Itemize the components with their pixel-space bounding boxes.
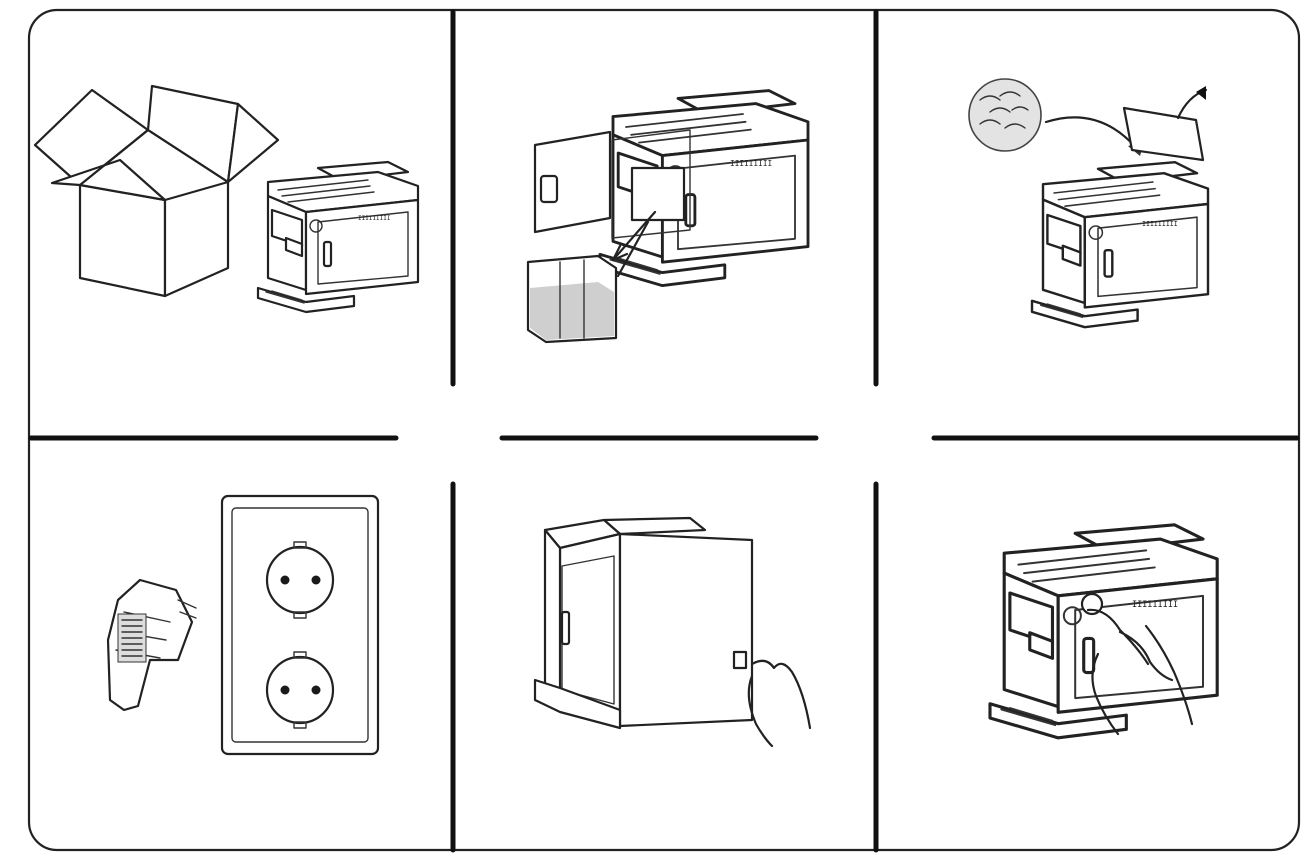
plug-into-socket-icon	[106, 494, 380, 756]
remove-water-tank-icon	[526, 89, 810, 344]
outer-frame	[27, 8, 1301, 852]
wall-socket-icon	[220, 494, 380, 756]
open-box-icon	[33, 84, 280, 298]
coffee-beans-icon	[968, 78, 1042, 152]
press-power-button-icon	[988, 523, 1219, 740]
water-tank-icon	[526, 254, 618, 344]
coffee-machine-icon-1	[256, 160, 420, 314]
rear-power-switch-icon	[533, 516, 812, 748]
fill-coffee-beans-icon	[968, 78, 1210, 329]
power-plug-icon	[106, 578, 197, 712]
